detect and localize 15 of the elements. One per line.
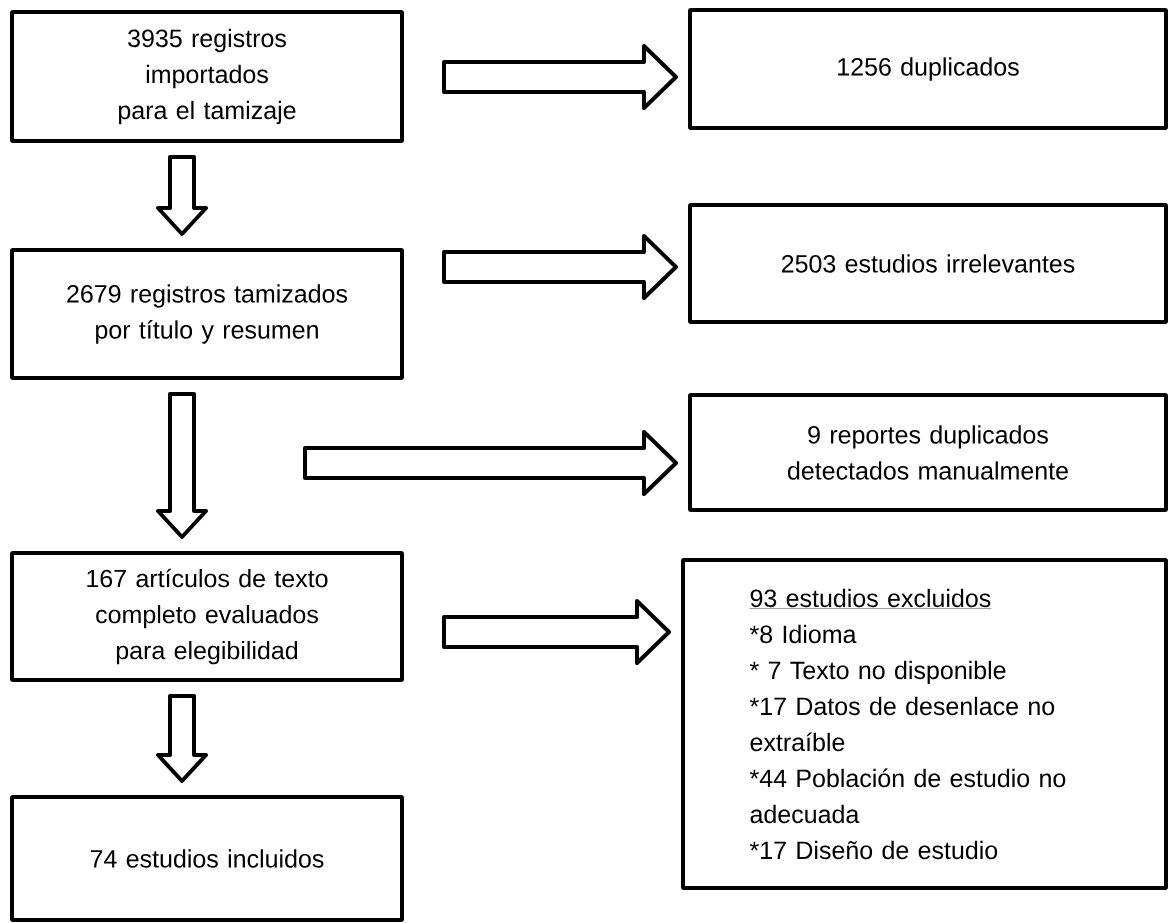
process-box: 74 estudios incluidos	[10, 795, 404, 922]
block-arrow	[442, 599, 671, 665]
block-arrow	[156, 155, 208, 236]
block-arrow	[442, 234, 678, 300]
block-arrow	[303, 430, 678, 496]
process-box: 93 estudios excluidos *8 Idioma * 7 Texto no disponible *17 Datos de desenlace no extraíble *44 Población de estudio no adecuada *17 Diseño de estudio	[681, 558, 1168, 890]
process-box: 3935 registros importados para el tamizaje	[10, 10, 404, 143]
process-box: 167 artículos de texto completo evaluados para elegibilidad	[10, 551, 404, 682]
process-box: 9 reportes duplicados detectados manualmente	[688, 393, 1168, 512]
process-box: 2679 registros tamizados por título y resumen	[10, 248, 404, 380]
block-arrow	[156, 694, 208, 783]
process-box: 2503 estudios irrelevantes	[688, 203, 1168, 324]
process-box: 1256 duplicados	[688, 8, 1168, 130]
block-arrow	[156, 392, 208, 539]
block-arrow	[442, 44, 678, 110]
